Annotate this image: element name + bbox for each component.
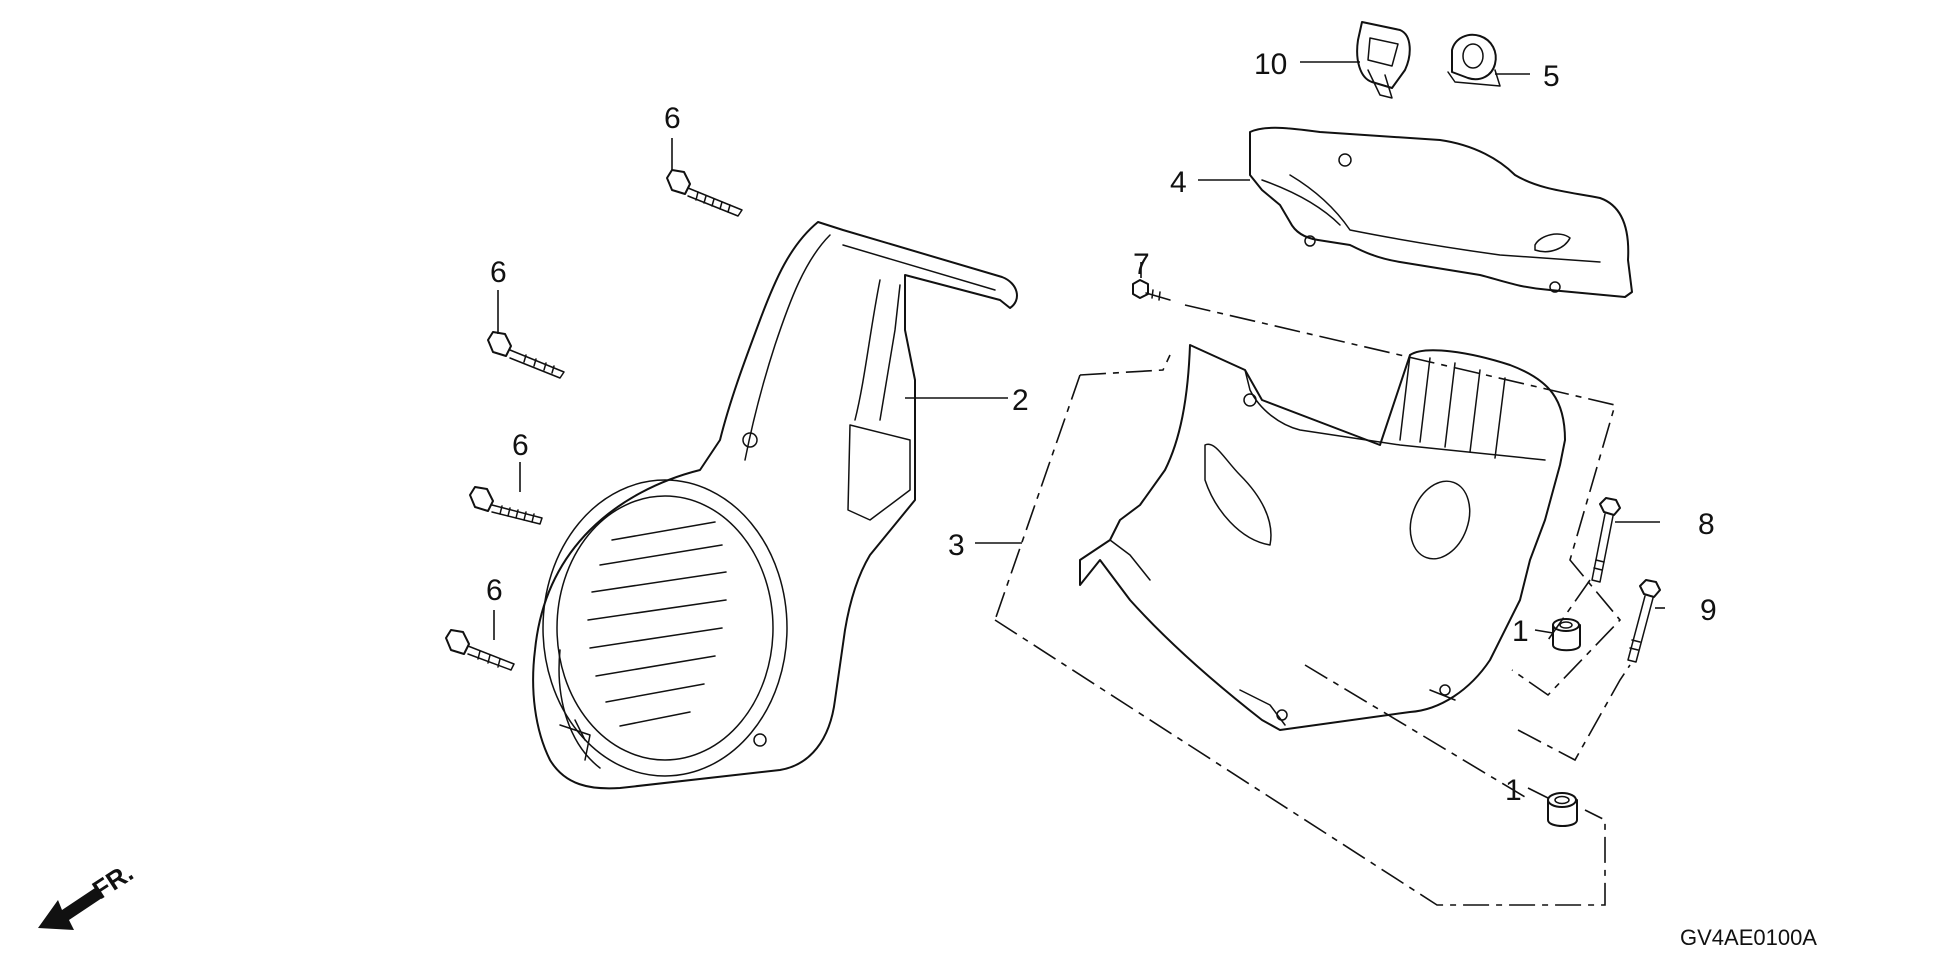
callout-4: 4 bbox=[1170, 166, 1187, 199]
callout-7: 7 bbox=[1133, 248, 1150, 281]
callout-10: 10 bbox=[1254, 48, 1287, 81]
grommet bbox=[1447, 33, 1501, 87]
bolt-8 bbox=[1591, 497, 1621, 583]
callout-1-upper: 1 bbox=[1512, 615, 1529, 648]
collar-lower bbox=[1547, 792, 1578, 827]
callout-3: 3 bbox=[948, 529, 965, 562]
callout-6-top: 6 bbox=[664, 102, 681, 135]
bolt-6d bbox=[445, 629, 515, 671]
drawing-code: GV4AE0100A bbox=[1680, 925, 1817, 950]
bolt-9 bbox=[1627, 579, 1661, 663]
callout-2: 2 bbox=[1012, 384, 1029, 417]
callout-1-lower: 1 bbox=[1505, 774, 1522, 807]
callout-5: 5 bbox=[1543, 60, 1560, 93]
callout-9: 9 bbox=[1700, 594, 1717, 627]
collar-upper bbox=[1552, 618, 1581, 652]
front-direction-arrow-icon: FR. bbox=[38, 857, 138, 930]
bolt-6a bbox=[666, 169, 743, 217]
callout-8: 8 bbox=[1698, 508, 1715, 541]
callout-6-upper: 6 bbox=[490, 256, 507, 289]
assembly-outline bbox=[994, 304, 1631, 906]
bolt-6b bbox=[487, 331, 565, 379]
bolt-6c bbox=[469, 486, 543, 525]
fan-cover bbox=[532, 221, 1018, 790]
leader-lines bbox=[493, 61, 1665, 799]
clip bbox=[1356, 21, 1411, 99]
callout-6-lower: 6 bbox=[486, 574, 503, 607]
top-cover bbox=[1249, 126, 1633, 298]
callout-6-middle: 6 bbox=[512, 429, 529, 462]
side-cover bbox=[1079, 344, 1566, 731]
screw bbox=[1132, 279, 1171, 301]
